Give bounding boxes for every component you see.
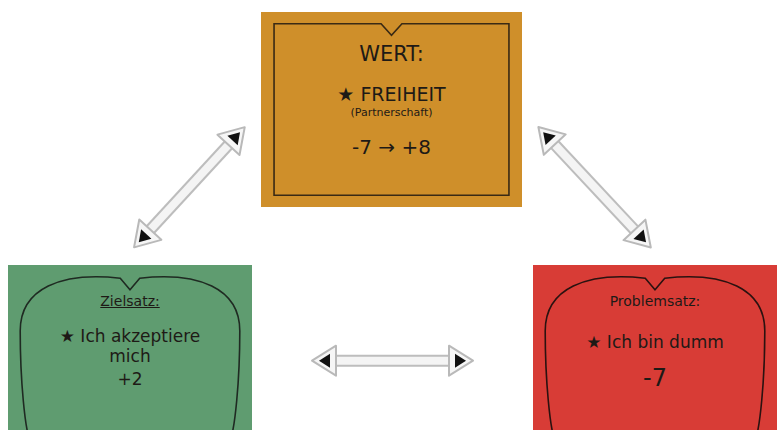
arrow-head-inner: [319, 354, 330, 368]
arrow-shaft: [332, 357, 453, 365]
arrow-shaft: [148, 142, 232, 233]
arrow-shaft: [552, 142, 637, 233]
arrow-head: [134, 220, 161, 248]
card-content: WERT: ★ FREIHEIT(Partnerschaft) -7 → +8: [261, 12, 522, 159]
arrow-head-inner: [633, 230, 646, 243]
card-content: Zielsatz: ★ Ich akzeptiere mich+2: [8, 265, 252, 389]
card-text: ★ Ich bin dumm: [559, 332, 751, 352]
statement-card: Problemsatz: ★ Ich bin dumm -7: [533, 265, 777, 430]
card-text: ★ Ich akzeptiere mich: [50, 326, 210, 367]
arrow-head: [449, 346, 473, 376]
card-text: ★ FREIHEIT: [287, 83, 496, 106]
double-arrow: [134, 127, 245, 247]
card-heading: Zielsatz:: [34, 293, 226, 310]
double-arrow: [538, 127, 650, 247]
arrow-head-inner: [227, 132, 240, 145]
arrow-head: [623, 220, 650, 248]
card-text: -7 → +8: [287, 135, 496, 159]
arrow-shaft-edge: [332, 355, 453, 367]
statement-card: Zielsatz: ★ Ich akzeptiere mich+2: [8, 265, 252, 430]
arrow-head: [538, 127, 565, 155]
arrow-shaft-edge: [552, 142, 637, 233]
arrow-head: [312, 346, 336, 376]
arrow-head-inner: [543, 132, 556, 145]
arrow-head-inner: [139, 229, 152, 242]
card-text: -7: [559, 364, 751, 393]
card-text: +2: [34, 369, 226, 389]
arrow-head-inner: [455, 354, 466, 368]
card-heading: Problemsatz:: [559, 293, 751, 310]
double-arrow: [312, 346, 473, 376]
arrow-shaft-edge: [148, 142, 232, 233]
card-heading: WERT:: [287, 42, 496, 67]
card-text: (Partnerschaft): [287, 106, 496, 119]
card-content: Problemsatz: ★ Ich bin dumm -7: [533, 265, 777, 393]
value-card: WERT: ★ FREIHEIT(Partnerschaft) -7 → +8: [261, 12, 522, 207]
arrow-head: [217, 127, 244, 155]
